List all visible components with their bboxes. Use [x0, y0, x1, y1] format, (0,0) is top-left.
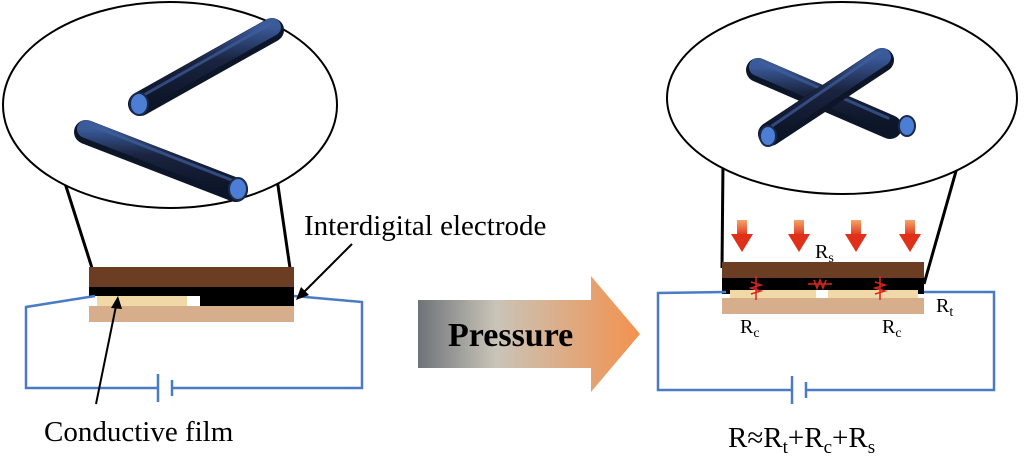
rc-left-label: Rc: [740, 316, 760, 341]
electrode-pointer: [303, 243, 353, 293]
nanofiber-icon: [758, 48, 894, 147]
left-film-a: [97, 296, 187, 306]
right-zoom-line-right: [922, 149, 964, 285]
rs-label: Rs: [815, 241, 834, 266]
left-film-b: [200, 296, 294, 306]
right-circuit: [656, 290, 996, 404]
pressure-arrow-icon: [845, 220, 867, 252]
nanofiber-icon: [128, 18, 284, 116]
left-zoom-group: [2, 1, 338, 269]
right-top-layer: [722, 262, 924, 278]
resistance-formula: R≈Rt+Rc+Rs: [728, 422, 875, 458]
conductive-film-label: Conductive film: [44, 416, 234, 448]
force-arrows: [731, 220, 921, 252]
interdigital-electrode-label: Interdigital electrode: [304, 210, 546, 242]
resistor-icon: [872, 276, 888, 300]
pressure-arrow-icon: Pressure: [418, 276, 640, 392]
right-substrate: [722, 298, 924, 314]
right-zoom-group: [666, 1, 1018, 285]
pressure-arrow-icon: [731, 220, 753, 252]
nanofiber-icon: [74, 120, 248, 202]
pressure-arrow-icon: [788, 220, 810, 252]
right-film-b: [828, 290, 918, 298]
left-zoom-line-left: [62, 179, 94, 269]
left-electrode: [89, 287, 294, 296]
rc-right-label: Rc: [882, 316, 902, 341]
rt-label: Rt: [936, 295, 953, 320]
pressure-label: Pressure: [448, 317, 573, 354]
pressure-arrow-icon: [899, 220, 921, 252]
left-circuit: [24, 294, 364, 402]
left-device: [89, 267, 294, 322]
resistor-icon: [748, 276, 764, 300]
right-film-a: [730, 290, 816, 298]
left-substrate: [89, 306, 294, 322]
right-gap: [816, 290, 828, 298]
electrode-pointer-head: [296, 287, 309, 300]
left-top-layer: [89, 267, 294, 287]
right-zoom-line-left: [720, 161, 725, 269]
film-pointer: [95, 305, 117, 405]
film-pointer-head: [111, 296, 122, 309]
resistor-icon: [808, 277, 832, 291]
